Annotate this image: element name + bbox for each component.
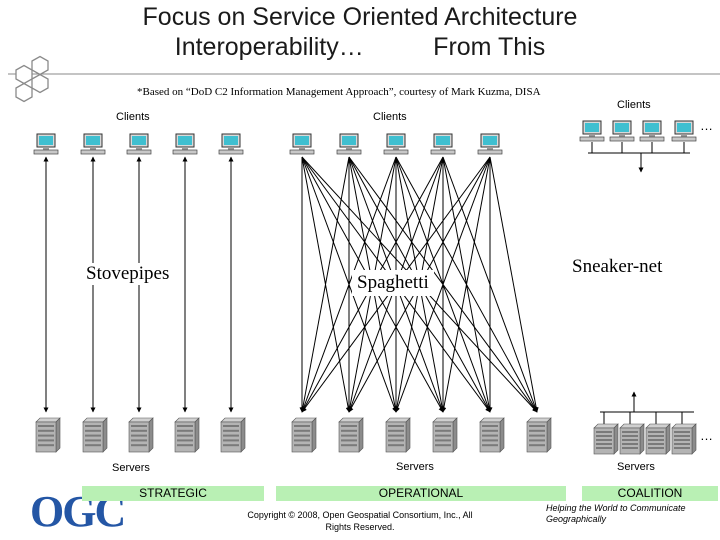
server-tower-icon	[82, 417, 108, 453]
client-computer-icon	[80, 133, 106, 155]
client-computer-icon	[671, 120, 697, 142]
title-line-1: Focus on Service Oriented Architecture	[142, 3, 578, 31]
servers-label-left: Servers	[112, 462, 150, 474]
server-tower-icon	[385, 417, 411, 453]
clients-label-middle: Clients	[373, 111, 407, 123]
spaghetti-link	[300, 156, 350, 413]
server-tower-icon	[479, 417, 505, 453]
client-computers	[33, 120, 697, 155]
band-strategic: STRATEGIC	[82, 486, 264, 501]
client-computer-icon	[289, 133, 315, 155]
band-operational: OPERATIONAL	[276, 486, 566, 501]
client-computer-icon	[218, 133, 244, 155]
client-computer-icon	[579, 120, 605, 142]
server-tower-icon	[291, 417, 317, 453]
ellipsis-top: …	[700, 118, 713, 133]
clients-label-right: Clients	[617, 99, 651, 111]
client-computer-icon	[639, 120, 665, 142]
spaghetti-link	[301, 156, 397, 413]
spaghetti-link	[441, 156, 491, 413]
server-tower-icon	[671, 423, 697, 455]
servers-label-right: Servers	[617, 461, 655, 473]
sneakernet-label: Sneaker-net	[572, 256, 663, 278]
hexagon-shape	[15, 82, 33, 103]
sneakernet-lines	[588, 142, 694, 424]
spaghetti-label: Spaghetti	[352, 270, 434, 296]
spaghetti-link	[395, 156, 491, 413]
client-computer-icon	[383, 133, 409, 155]
server-tower-icon	[593, 423, 619, 455]
client-computer-icon	[126, 133, 152, 155]
client-computer-icon	[336, 133, 362, 155]
copyright-text: Copyright © 2008, Open Geospatial Consor…	[247, 510, 473, 532]
server-tower-icon	[220, 417, 246, 453]
client-computer-icon	[430, 133, 456, 155]
server-tower-icon	[526, 417, 552, 453]
server-tower-icon	[645, 423, 671, 455]
hexagon-decoration	[8, 55, 720, 103]
server-tower-icon	[432, 417, 458, 453]
ellipsis-bottom: …	[700, 428, 713, 443]
stovepipes-label: Stovepipes	[84, 263, 172, 285]
source-note: *Based on “DoD C2 Information Management…	[137, 86, 541, 98]
servers-label-middle: Servers	[396, 461, 434, 473]
server-tower-icon	[338, 417, 364, 453]
clients-label-left: Clients	[116, 111, 150, 123]
client-computer-icon	[33, 133, 59, 155]
tagline-text: Helping the World to Communicate Geograp…	[546, 503, 686, 524]
band-coalition: COALITION	[582, 486, 718, 501]
server-tower-icon	[174, 417, 200, 453]
client-computer-icon	[477, 133, 503, 155]
client-computer-icon	[172, 133, 198, 155]
spaghetti-link	[489, 156, 539, 413]
server-tower-icon	[619, 423, 645, 455]
title-line-2: Interoperability… From This	[174, 33, 546, 61]
server-tower-icon	[35, 417, 61, 453]
client-computer-icon	[609, 120, 635, 142]
server-tower-icon	[128, 417, 154, 453]
server-towers	[35, 417, 697, 455]
